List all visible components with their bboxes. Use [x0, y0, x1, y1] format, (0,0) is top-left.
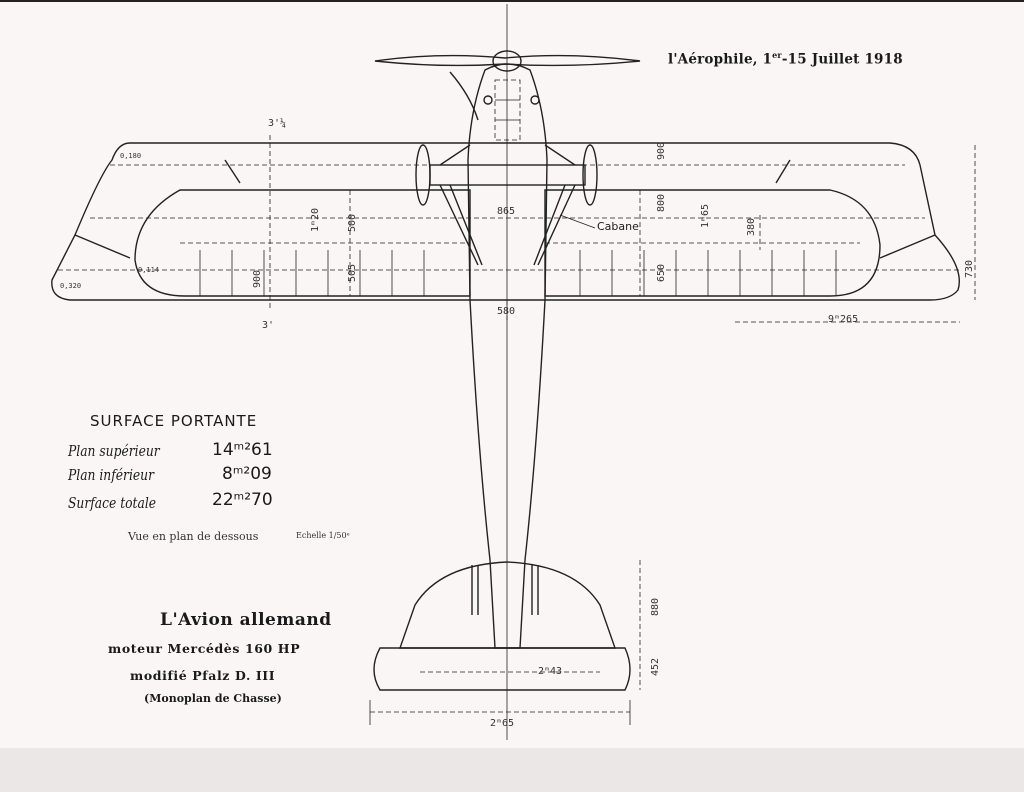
- dim-label: 0,114: [138, 266, 160, 274]
- propeller-hub: [492, 50, 522, 72]
- surface-row-value: 22ᵐ²70: [212, 490, 273, 510]
- fuselage: [467, 63, 548, 649]
- dim-label: 730: [964, 259, 975, 278]
- surface-row-label: Plan supérieur: [68, 442, 160, 460]
- dim-label: 2ᵐ65: [490, 718, 515, 729]
- cabane-strut-right: [537, 184, 576, 266]
- dim-label: 505: [347, 263, 358, 282]
- aileron-horn-right: [775, 159, 791, 184]
- dim-label: 0,320: [60, 282, 82, 290]
- dim-label: 1ᵐ65: [700, 203, 711, 228]
- model-caption: modifié Pfalz D. III: [130, 668, 276, 683]
- undercarriage-axle: [429, 164, 586, 186]
- surface-title: SURFACE PORTANTE: [90, 412, 258, 430]
- type-note: (Monoplan de Chasse): [144, 692, 282, 705]
- dim-label: 865: [497, 206, 516, 217]
- surface-row-label: Surface totale: [68, 494, 157, 512]
- aircraft-plan-drawing: [51, 4, 976, 740]
- dim-label: 580: [497, 306, 516, 317]
- dim-label: 9ᵐ265: [828, 314, 859, 325]
- surface-row-label: Plan inférieur: [68, 466, 154, 484]
- wheel-left: [415, 144, 431, 206]
- dim-label: 880: [650, 597, 661, 616]
- surface-row-value: 14ᵐ²61: [212, 440, 273, 460]
- cabane-strut-left: [439, 184, 479, 266]
- dim-label: 380: [746, 217, 757, 236]
- scale-caption: Echelle 1/50ᵉ: [296, 531, 350, 540]
- aileron-horn-left: [224, 159, 241, 184]
- engine-caption: moteur Mercédès 160 HP: [108, 641, 301, 656]
- cabane-label: Cabane: [597, 220, 639, 233]
- dim-label: 1ᵐ20: [310, 207, 321, 232]
- wheel-right: [582, 144, 598, 206]
- dim-label: 650: [656, 263, 667, 282]
- dim-label: 452: [650, 657, 661, 676]
- upper-wing: [51, 142, 960, 301]
- dim-label: 500: [347, 213, 358, 232]
- elevator: [373, 647, 631, 691]
- journal-header: l'Aérophile, 1er-15 Juillet 1918: [668, 50, 903, 68]
- dim-label: 0,180: [120, 152, 142, 160]
- exhaust-pipe: [449, 71, 479, 121]
- wing-ribs: [199, 250, 837, 296]
- scan-margin: [0, 748, 1024, 792]
- propeller: [374, 54, 641, 67]
- dim-label: 900: [656, 141, 667, 160]
- lower-wing-left: [134, 189, 471, 297]
- view-caption: Vue en plan de dessous: [128, 530, 259, 543]
- tailplane: [399, 561, 616, 649]
- dim-label: 2ᵐ43: [538, 666, 563, 677]
- surface-row-value: 8ᵐ²09: [222, 464, 272, 484]
- dim-label: 3'¼: [268, 118, 287, 129]
- dim-label: 3': [262, 320, 275, 331]
- drawing-title: L'Avion allemand: [160, 610, 332, 630]
- blueprint-sheet: [0, 0, 1024, 2]
- dim-label: 900: [252, 269, 263, 288]
- dim-label: 800: [656, 193, 667, 212]
- lower-wing-right: [544, 189, 881, 297]
